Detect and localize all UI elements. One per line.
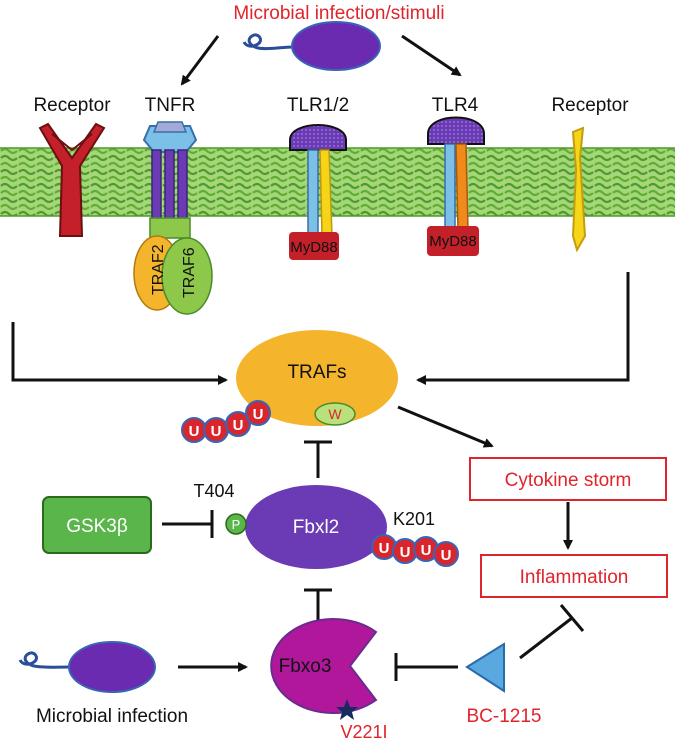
microbe-bottom xyxy=(18,641,156,693)
label-traf2: TRAF2 xyxy=(150,244,167,295)
label-myd88-b: MyD88 xyxy=(429,233,477,250)
bacterium-top xyxy=(291,21,381,71)
label-k201: K201 xyxy=(393,509,435,529)
label-bc1215: BC-1215 xyxy=(467,706,542,727)
title-microbial-stimuli: Microbial infection/stimuli xyxy=(233,3,444,24)
ub-6: U xyxy=(400,544,411,561)
phospho-site xyxy=(225,513,247,535)
ubiquitin-chain-fbxl2: U U U U xyxy=(371,534,459,567)
tlr4-receptor xyxy=(427,116,485,256)
ub-2: U xyxy=(211,423,222,440)
label-receptor-left: Receptor xyxy=(33,95,111,116)
label-t404: T404 xyxy=(193,481,234,501)
label-tlr12: TLR1/2 xyxy=(287,95,349,116)
traf6-blob xyxy=(161,237,213,315)
label-inflammation: Inflammation xyxy=(520,567,629,588)
inhibit-bc1215-inflammation xyxy=(519,616,573,660)
arrow-right-to-trafs xyxy=(416,272,630,385)
microbe-top xyxy=(242,21,381,71)
flagellum-bottom xyxy=(18,651,71,669)
ub-8: U xyxy=(441,547,452,564)
label-myd88-a: MyD88 xyxy=(290,239,338,256)
label-traf6: TRAF6 xyxy=(181,247,198,298)
flagellum-top xyxy=(242,33,293,51)
cytokine-storm-box xyxy=(469,457,667,501)
arrow-to-tlr4 xyxy=(401,34,462,77)
ub-1: U xyxy=(189,423,200,440)
label-receptor-right: Receptor xyxy=(551,95,629,116)
v221i-star xyxy=(336,699,358,720)
label-fbxo3: Fbxo3 xyxy=(279,656,332,677)
w-site xyxy=(314,402,356,426)
receptor-right-shape xyxy=(571,126,587,253)
label-trafs: TRAFs xyxy=(287,362,346,383)
arrow-trafs-to-cytokine xyxy=(397,405,494,448)
label-gsk3b: GSK3β xyxy=(66,516,128,537)
trafs-node xyxy=(236,330,398,426)
ub-7: U xyxy=(421,542,432,559)
label-tlr4: TLR4 xyxy=(432,95,479,116)
arrow-to-tnfr xyxy=(180,35,220,86)
cell-membrane xyxy=(0,148,675,216)
label-cytokine-storm: Cytokine storm xyxy=(505,470,632,491)
label-w: W xyxy=(328,406,342,422)
label-tnfr: TNFR xyxy=(145,95,196,116)
arrow-left-to-trafs xyxy=(11,322,228,385)
bacterium-bottom xyxy=(68,641,156,693)
label-p: P xyxy=(232,517,241,532)
bc1215-triangle xyxy=(465,642,505,693)
ub-4: U xyxy=(253,406,264,423)
label-fbxl2: Fbxl2 xyxy=(293,517,339,538)
fbxl2-node xyxy=(245,485,387,569)
tlr12-receptor xyxy=(289,124,347,260)
gsk3b-box xyxy=(42,496,152,554)
tnfr-receptor xyxy=(142,121,198,239)
ubiquitin-chain-trafs: U U U U xyxy=(181,400,271,443)
ub-5: U xyxy=(379,540,390,557)
label-microbial-infection: Microbial infection xyxy=(36,706,188,727)
inflammation-box xyxy=(480,554,668,598)
ub-3: U xyxy=(233,417,244,434)
label-v221i: V221I xyxy=(340,722,387,742)
